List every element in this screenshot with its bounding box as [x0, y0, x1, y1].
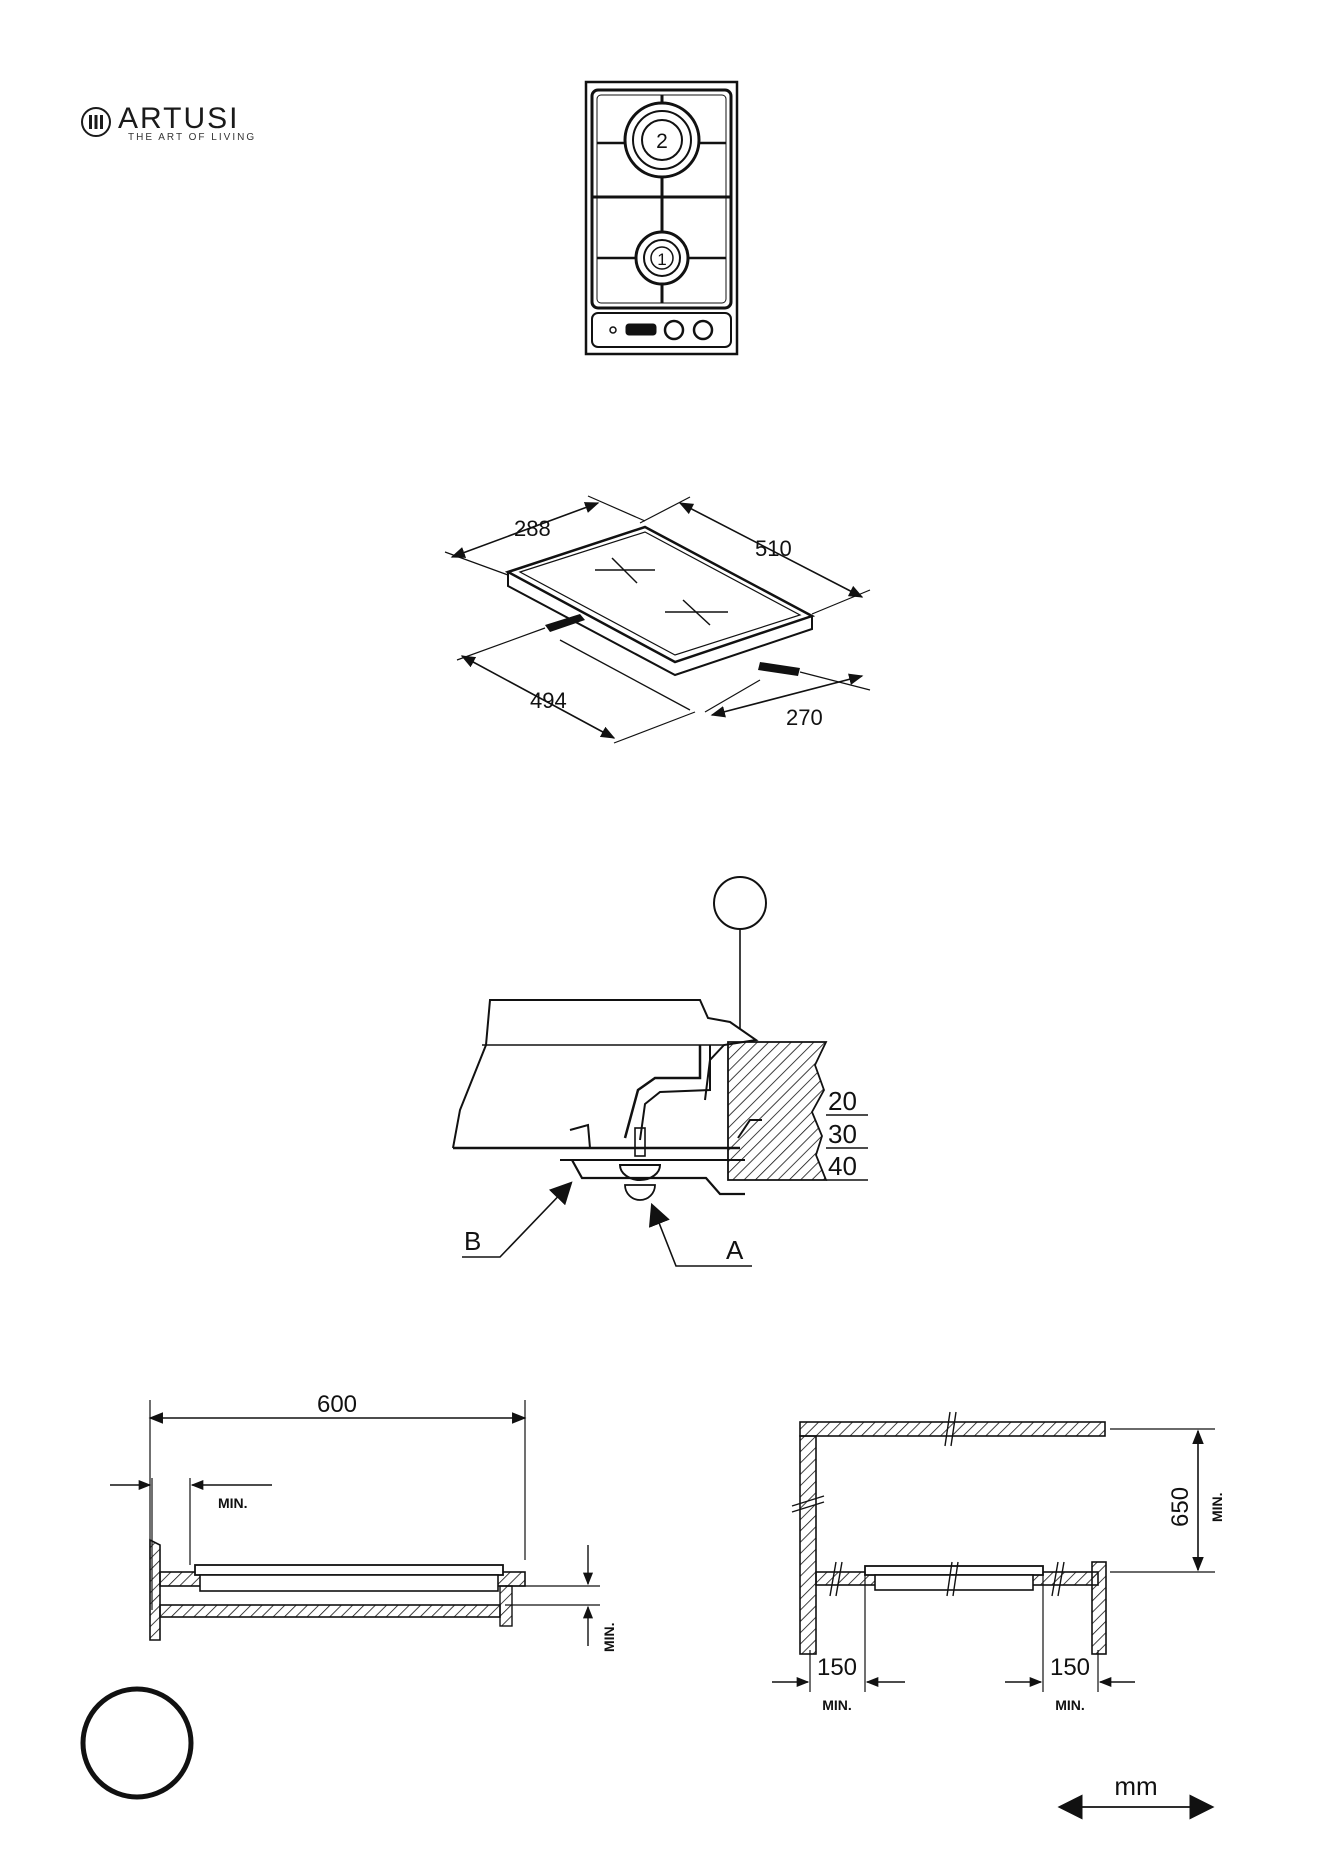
back-wall: [800, 1436, 816, 1654]
bracket-b-label: B: [464, 1226, 481, 1256]
min-left-label: MIN.: [218, 1495, 248, 1511]
length-top-label: 510: [755, 536, 792, 561]
burner-1-label: 1: [657, 250, 666, 269]
side-panel: [1092, 1562, 1106, 1654]
hob-side: [195, 1565, 503, 1575]
side-left-min-label: MIN.: [822, 1697, 852, 1713]
units-indicator: mm: [1060, 1771, 1212, 1807]
side-right-150-label: 150: [1050, 1654, 1090, 1681]
wall-clearance-diagram: 650 MIN. 150 MIN. 150 MIN.: [772, 1412, 1225, 1713]
width-600-label: 600: [317, 1391, 357, 1418]
detail-callout-circle: [714, 877, 766, 929]
units-label: mm: [1114, 1771, 1157, 1801]
height-min-label: MIN.: [1209, 1492, 1225, 1522]
screw-a-label: A: [726, 1235, 744, 1265]
cutout-depth-label: 270: [786, 705, 823, 730]
burner-2: 2: [625, 103, 699, 177]
thickness-20-label: 20: [828, 1086, 857, 1116]
lower-shelf: [160, 1605, 500, 1617]
thickness-30-label: 30: [828, 1119, 857, 1149]
control-panel: [592, 313, 731, 347]
depth-top-label: 288: [514, 516, 551, 541]
height-650-label: 650: [1167, 1487, 1194, 1527]
side-left-150-label: 150: [817, 1654, 857, 1681]
isometric-dimensions: 288 510 494 270: [445, 496, 870, 743]
knob-icon: [665, 321, 683, 339]
knob-icon: [694, 321, 712, 339]
thickness-40-label: 40: [828, 1151, 857, 1181]
ignition-icon: [610, 327, 616, 333]
side-right-min-label: MIN.: [1055, 1697, 1085, 1713]
fixing-section: 20 30 40 B A: [453, 877, 868, 1266]
burner-1: 1: [636, 232, 688, 284]
hob-top-view: 2 1: [586, 82, 737, 354]
min-bottom-label: MIN.: [601, 1622, 617, 1652]
cutout-length-label: 494: [530, 688, 567, 713]
indicator-light-icon: [626, 324, 656, 335]
burner-2-label: 2: [656, 130, 668, 153]
side-wall: [150, 1540, 160, 1640]
side-clearance-diagram: 600 MIN. MIN.: [110, 1391, 617, 1652]
language-circle: [83, 1689, 191, 1797]
